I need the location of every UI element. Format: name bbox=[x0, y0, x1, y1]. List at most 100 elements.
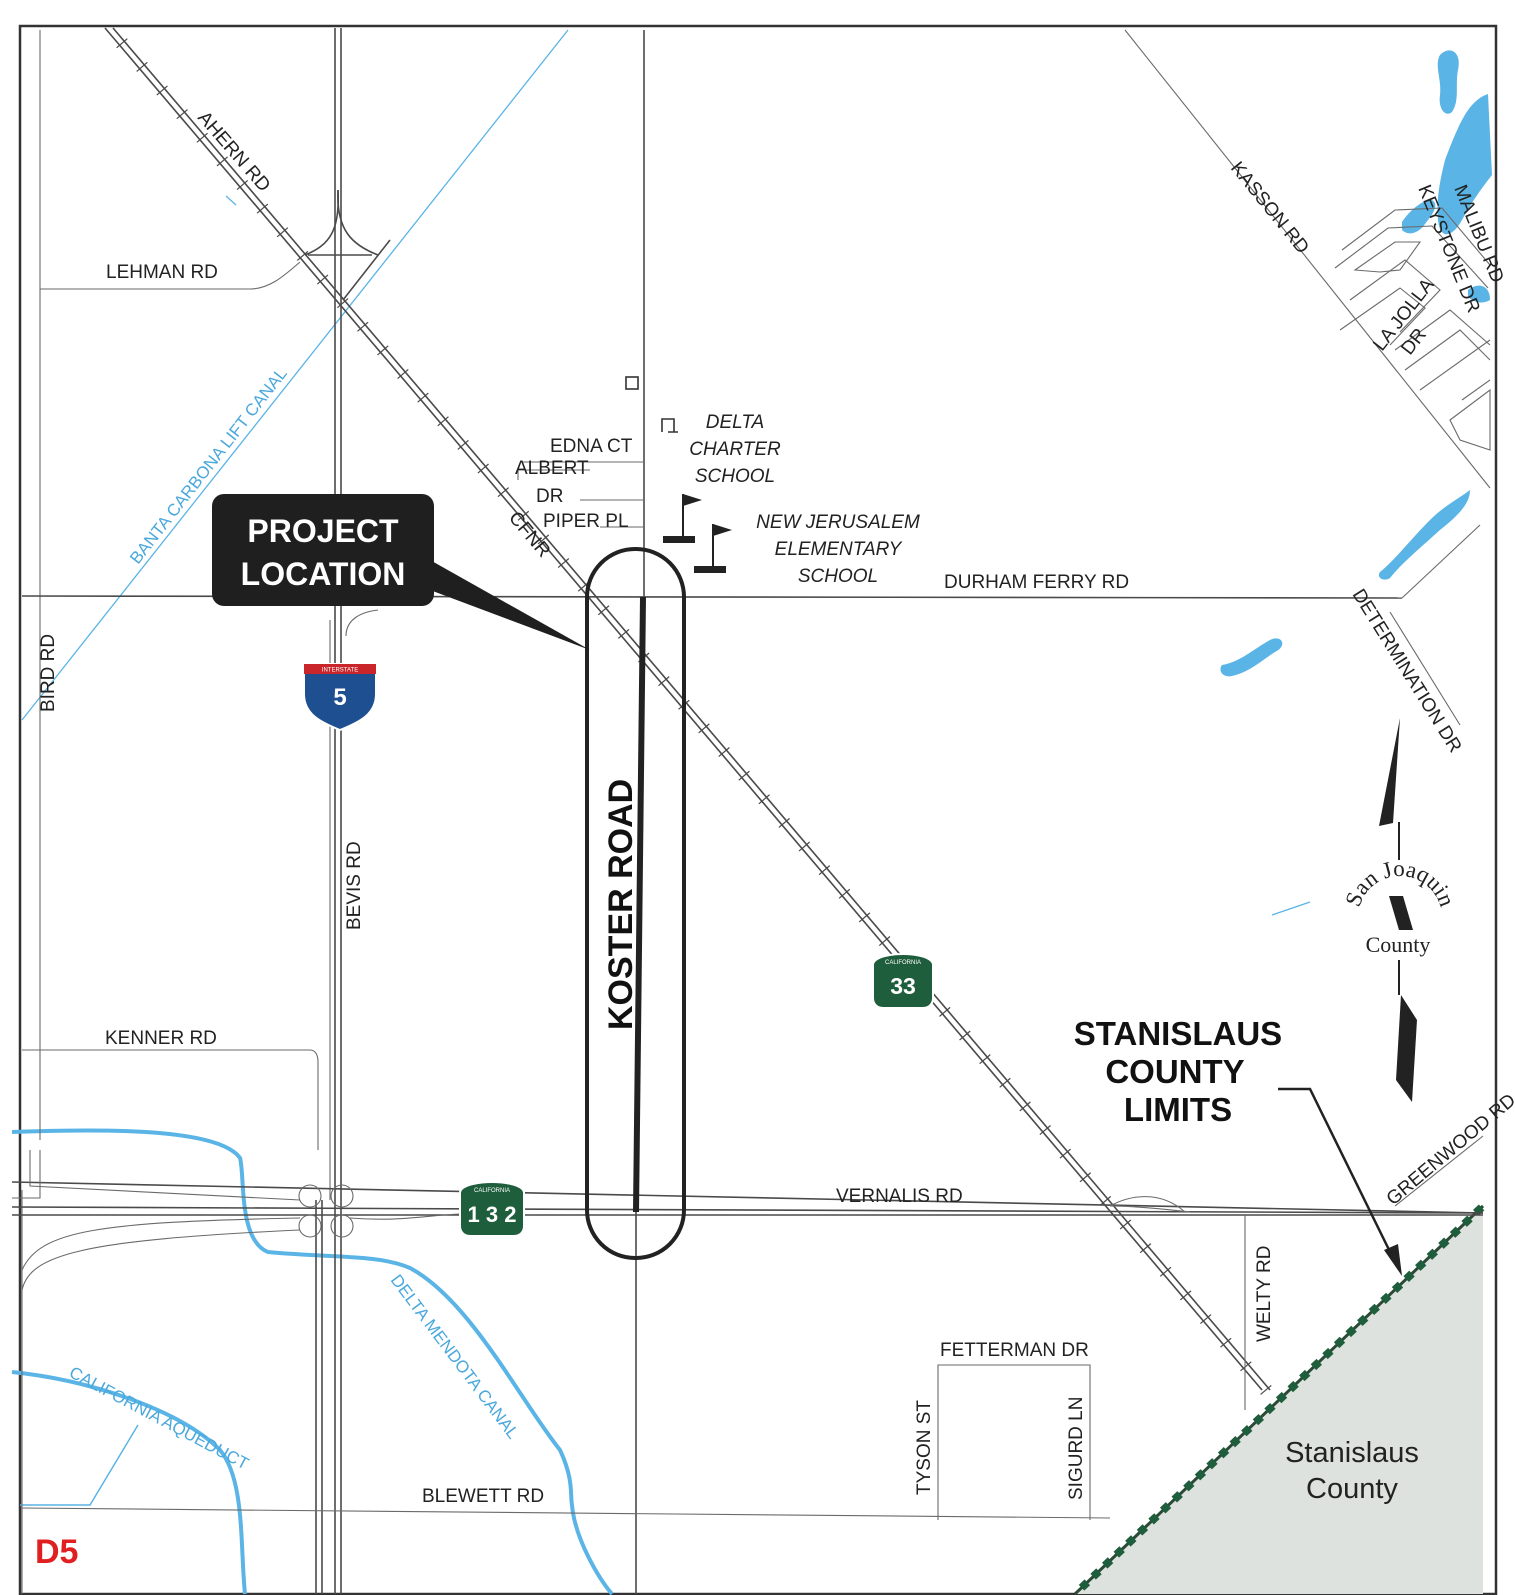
rail-tick bbox=[276, 227, 289, 238]
county-limit-tick bbox=[1275, 1391, 1288, 1404]
label-fetterman-dr: FETTERMAN DR bbox=[940, 1340, 1089, 1361]
nj-school-line3: SCHOOL bbox=[798, 566, 878, 587]
county-limit-tick bbox=[1125, 1535, 1137, 1547]
rail-tick bbox=[176, 109, 188, 120]
county-limit-tick bbox=[1206, 1458, 1218, 1470]
county-limit-tick bbox=[1438, 1237, 1450, 1249]
county-limit-tick bbox=[1252, 1413, 1265, 1426]
rail-tick bbox=[597, 605, 610, 616]
rail-tick bbox=[236, 180, 249, 190]
county-limit-tick bbox=[1333, 1336, 1346, 1349]
county-limit-tick bbox=[1148, 1513, 1160, 1525]
project-label-line2: LOCATION bbox=[241, 556, 406, 592]
rail-tick bbox=[718, 747, 730, 758]
county-limit-tick bbox=[1113, 1546, 1125, 1558]
rail-tick bbox=[1200, 1314, 1212, 1325]
sr33-banner: CALIFORNIA bbox=[885, 960, 921, 966]
nj-school-line2: ELEMENTARY bbox=[775, 539, 903, 560]
waterways bbox=[11, 29, 1492, 1595]
rail-tick bbox=[357, 321, 369, 332]
rail-tick bbox=[1159, 1266, 1172, 1277]
county-limit-tick bbox=[1322, 1347, 1334, 1360]
rail-tick bbox=[838, 888, 851, 899]
label-welty-rd: WELTY RD bbox=[1254, 1246, 1275, 1342]
project-label-line1: PROJECT bbox=[247, 513, 399, 549]
rail-tick bbox=[1220, 1337, 1232, 1348]
sr132-banner: CALIFORNIA bbox=[474, 1188, 510, 1194]
rail-tick bbox=[1179, 1290, 1192, 1301]
rail-tick bbox=[1079, 1172, 1092, 1183]
rail-tick bbox=[959, 1030, 971, 1041]
county-limit-tick bbox=[1345, 1325, 1357, 1338]
label-durham-ferry-rd: DURHAM FERRY RD bbox=[944, 572, 1129, 593]
rail-tick bbox=[417, 392, 429, 403]
san-joaquin-county-label: County bbox=[1366, 932, 1431, 957]
county-limit-tick bbox=[1264, 1402, 1276, 1415]
county-limit-tick bbox=[1391, 1281, 1404, 1293]
koster-road-project-segment bbox=[585, 547, 686, 1260]
delta-school-line2: CHARTER bbox=[689, 439, 781, 460]
county-limit-ticks bbox=[1078, 1204, 1485, 1591]
rail-tick bbox=[1019, 1101, 1031, 1112]
county-limit-tick bbox=[1310, 1358, 1322, 1371]
label-albert: ALBERT bbox=[515, 458, 589, 479]
label-blewett-rd: BLEWETT RD bbox=[422, 1486, 544, 1507]
county-limit-tick bbox=[1101, 1557, 1114, 1569]
stanislaus-county-label-line2: County bbox=[1306, 1473, 1398, 1505]
label-piper-pl: PIPER PL bbox=[543, 511, 629, 532]
rail-tick bbox=[397, 369, 409, 379]
label-bird-rd: BIRD RD bbox=[38, 634, 59, 712]
rail-tick bbox=[156, 85, 168, 96]
label-koster-road: KOSTER ROAD bbox=[602, 779, 640, 1030]
county-limit-tick bbox=[1299, 1369, 1311, 1382]
rail-tick bbox=[617, 628, 630, 639]
rail-tick bbox=[116, 38, 128, 49]
sr132-number: 1 3 2 bbox=[468, 1202, 517, 1227]
rail-tick bbox=[216, 156, 229, 167]
delta-school-line1: DELTA bbox=[706, 412, 764, 433]
project-location-callout: PROJECT LOCATION bbox=[212, 494, 590, 650]
interstate-5-shield-icon: INTERSTATE 5 bbox=[303, 663, 377, 732]
county-limit-tick bbox=[1403, 1270, 1415, 1282]
rail-tick bbox=[818, 865, 831, 876]
rail-tick bbox=[316, 274, 329, 285]
county-limit-tick bbox=[1136, 1524, 1149, 1536]
county-limit-tick bbox=[1171, 1491, 1183, 1503]
rail-tick bbox=[457, 439, 469, 450]
stanislaus-county-label-line1: Stanislaus bbox=[1285, 1437, 1419, 1469]
label-sigurd-ln: SIGURD LN bbox=[1066, 1397, 1087, 1500]
county-limit-tick bbox=[1217, 1447, 1230, 1459]
school-labels: DELTA CHARTER SCHOOL NEW JERUSALEM ELEME… bbox=[689, 412, 920, 587]
county-limit-tick bbox=[1357, 1314, 1369, 1327]
rail-tick bbox=[537, 534, 550, 545]
county-limit-tick bbox=[1090, 1568, 1102, 1580]
rail-tick bbox=[1240, 1361, 1252, 1372]
i5-number: 5 bbox=[333, 684, 346, 711]
rail-tick bbox=[1119, 1219, 1132, 1230]
north-arrow-icon bbox=[1379, 718, 1417, 1102]
ca-132-shield-icon: CALIFORNIA 1 3 2 bbox=[459, 1180, 525, 1237]
delta-school-line3: SCHOOL bbox=[695, 466, 775, 487]
label-tyson-st: TYSON ST bbox=[914, 1400, 935, 1495]
rail-tick bbox=[939, 1006, 951, 1017]
school-flag-icon bbox=[663, 494, 702, 543]
map-frame bbox=[18, 24, 1498, 1595]
sheet-id-label: D5 bbox=[35, 1533, 78, 1571]
rail-tick bbox=[698, 723, 710, 734]
county-limit-tick bbox=[1449, 1226, 1462, 1238]
roads bbox=[11, 27, 1491, 1594]
rail-tick bbox=[336, 298, 349, 309]
label-edna-ct: EDNA CT bbox=[550, 436, 633, 457]
rail-tick bbox=[1059, 1148, 1071, 1159]
rail-tick bbox=[1099, 1195, 1112, 1206]
county-limit-tick bbox=[1380, 1292, 1392, 1304]
label-bevis-rd: BEVIS RD bbox=[344, 841, 365, 930]
county-limit-tick bbox=[1461, 1215, 1473, 1227]
nj-school-line1: NEW JERUSALEM bbox=[756, 512, 920, 533]
label-kenner-rd: KENNER RD bbox=[105, 1028, 217, 1049]
rail-tick bbox=[1039, 1125, 1051, 1136]
county-limit-tick bbox=[1229, 1436, 1241, 1448]
county-limit-tick bbox=[1368, 1303, 1380, 1316]
rail-tick bbox=[136, 61, 148, 72]
rail-tick bbox=[999, 1077, 1011, 1088]
